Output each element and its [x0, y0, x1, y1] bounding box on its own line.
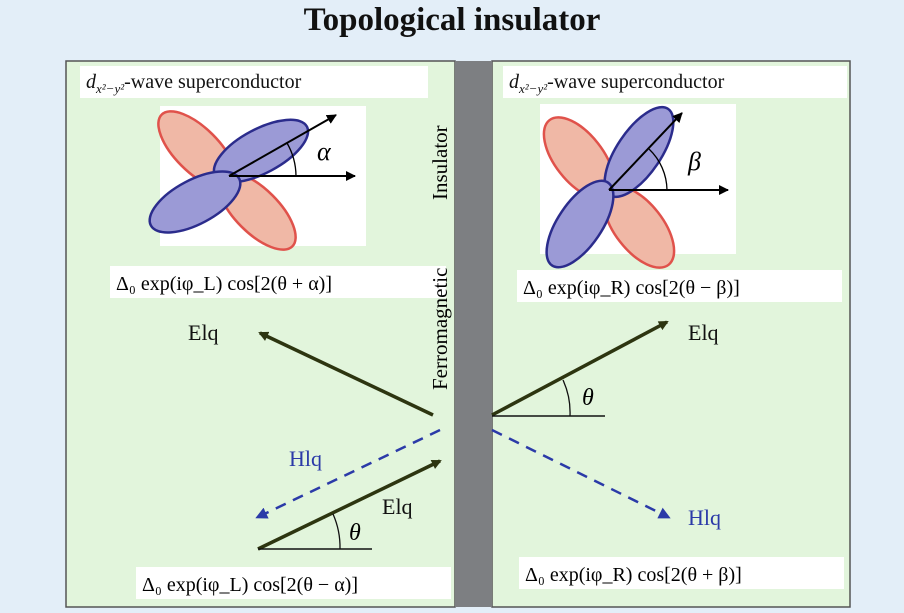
left-reflected-electron-arrow [258, 331, 434, 417]
left-bottom-gap-formula: Δ₀ exp(iφ_L) cos[2(θ − α)] [142, 574, 358, 596]
left-orientation-arrow [228, 114, 337, 177]
insulator-barrier [455, 61, 492, 607]
left-elq-bottom-label: Elq [382, 494, 413, 519]
left-dwave-lobes [148, 110, 310, 251]
insulator-label: Insulator [428, 125, 452, 200]
right-electron-arrow [491, 320, 669, 417]
right-hole-arrow [491, 428, 671, 519]
left-hole-arrow [255, 428, 441, 519]
right-hlq-label: Hlq [688, 505, 721, 530]
page-title: Topological insulator [303, 2, 601, 38]
right-elq-label: Elq [688, 320, 719, 345]
right-top-gap-formula: Δ₀ exp(iφ_R) cos[2(θ − β)] [523, 277, 740, 299]
alpha-symbol: α [317, 137, 332, 166]
right-bottom-gap-formula: Δ₀ exp(iφ_R) cos[2(θ + β)] [525, 564, 742, 586]
right-orientation-arrow [608, 112, 683, 191]
ferromagnetic-label: Ferromagnetic [428, 268, 452, 390]
beta-symbol: β [687, 147, 701, 176]
left-theta-symbol: θ [349, 520, 361, 546]
left-elq-top-label: Elq [188, 320, 219, 345]
left-top-gap-formula: Δ₀ exp(iφ_L) cos[2(θ + α)] [116, 273, 332, 295]
right-theta-symbol: θ [582, 385, 594, 411]
right-theta-arc [562, 379, 571, 417]
right-beta-arc [648, 148, 668, 191]
right-panel-label: dx²−y²-wave superconductor [509, 71, 725, 96]
left-alpha-arc [286, 142, 297, 177]
left-panel-label: dx²−y²-wave superconductor [86, 71, 302, 96]
left-theta-arc [332, 513, 341, 550]
left-incident-electron-arrow [257, 459, 442, 551]
left-hlq-label: Hlq [289, 446, 322, 471]
